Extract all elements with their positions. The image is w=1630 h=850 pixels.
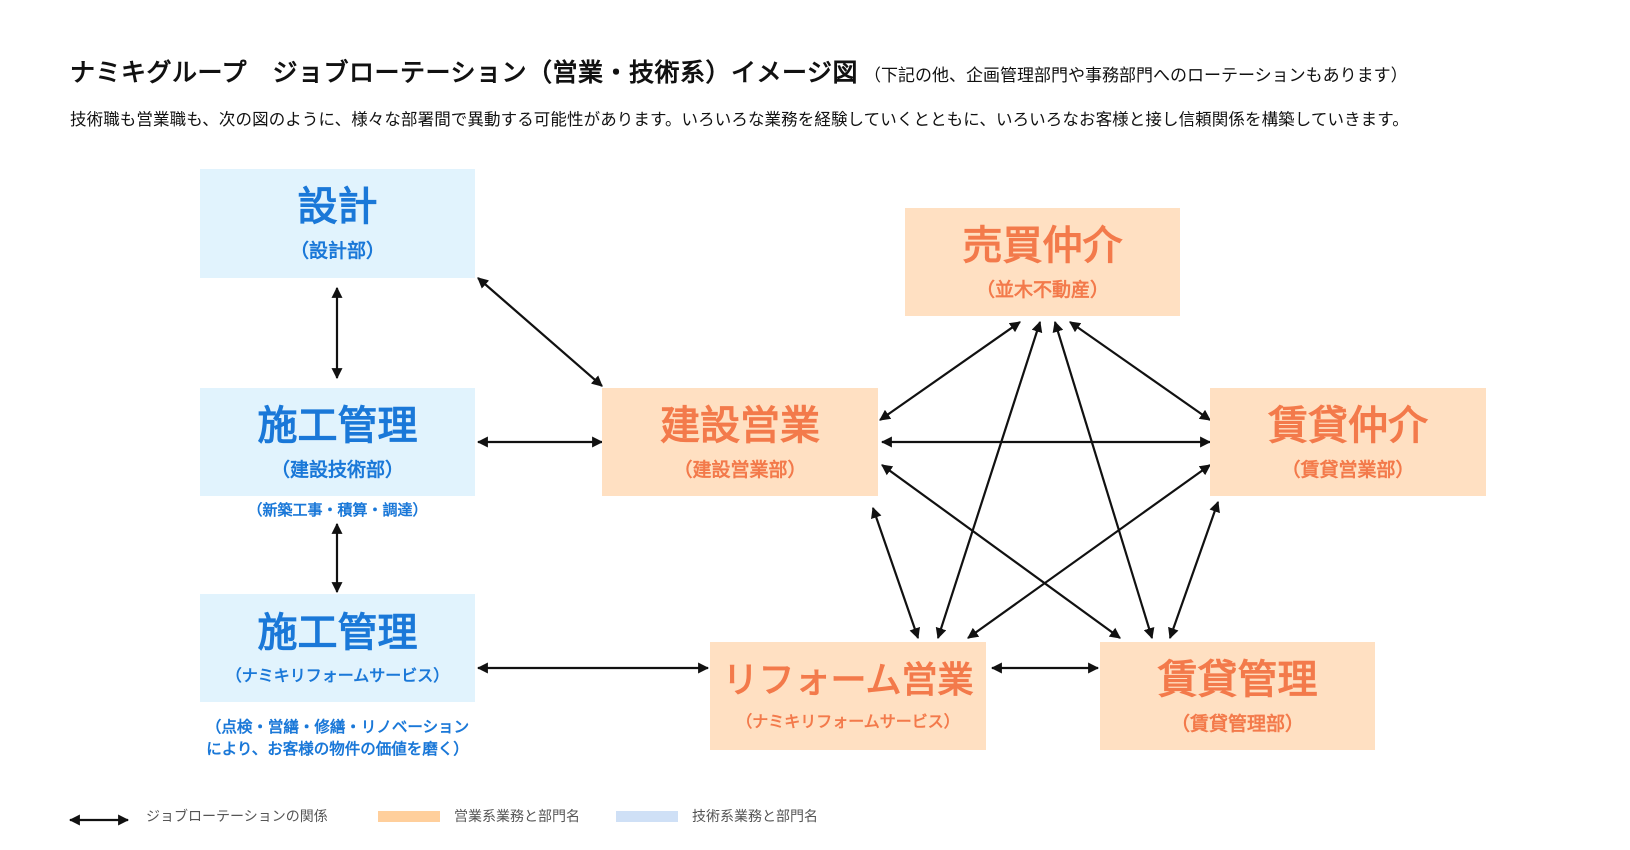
box-construction-sales-title: 建設営業 — [660, 402, 820, 449]
box-construction-mgmt-sub: （建設技術部） — [270, 458, 404, 481]
box-rental-brokerage: 賃貸仲介 （賃貸営業部） — [1210, 388, 1486, 496]
box-design-title: 設計 — [297, 184, 378, 230]
legend-sales-swatch — [378, 810, 440, 822]
page-subtitle: 技術職も営業職も、次の図のように、様々な部署間で異動する可能性があります。いろい… — [70, 110, 1409, 129]
arrow-construction-sales-reform-sales — [871, 506, 920, 640]
title-main: ナミキグループ ジョブローテーション（営業・技術系）イメージ図 — [70, 58, 859, 87]
legend-sales-label: 営業系業務と部門名 — [454, 809, 580, 825]
legend-tech-swatch — [616, 810, 678, 822]
box-design-sub: （設計部） — [289, 240, 385, 262]
arrow-construction-sales-brokerage — [879, 321, 1021, 421]
arrow-construction-sales-rental-mgmt — [881, 464, 1121, 639]
box-reform-construction: 施工管理 （ナミキリフォームサービス） — [200, 594, 475, 702]
box-rental-mgmt: 賃貸管理 （賃貸管理部） — [1100, 642, 1375, 750]
legend-arrow-label: ジョブローテーションの関係 — [146, 809, 328, 825]
reform-construction-note: （点検・営繕・修繕・リノベーション により、お客様の物件の価値を磨く） — [180, 716, 495, 761]
box-reform-sales-sub: （ナミキリフォームサービス） — [736, 711, 960, 731]
title-note: （下記の他、企画管理部門や事務部門へのローテーションもあります） — [864, 66, 1408, 86]
box-construction-mgmt: 施工管理 （建設技術部） — [200, 388, 475, 496]
box-construction-sales-sub: （建設営業部） — [673, 458, 807, 481]
construction-mgmt-note: （新築工事・積算・調達） — [247, 501, 428, 519]
box-construction-sales: 建設営業 （建設営業部） — [602, 388, 878, 496]
arrow-brokerage-rental-brokerage — [1069, 321, 1211, 421]
legend-tech-label: 技術系業務と部門名 — [692, 809, 818, 825]
box-design: 設計 （設計部） — [200, 169, 475, 278]
legend-sales-item: 営業系業務と部門名 — [378, 806, 580, 826]
box-brokerage-title: 売買仲介 — [962, 222, 1123, 269]
reform-note-line2: により、お客様の物件の価値を磨く） — [206, 740, 469, 759]
box-brokerage-sub: （並木不動産） — [975, 278, 1109, 301]
box-rental-mgmt-title: 賃貸管理 — [1157, 656, 1318, 703]
arrow-rental-brokerage-rental-mgmt — [1168, 500, 1220, 640]
legend-arrow-item: ジョブローテーションの関係 — [146, 806, 328, 826]
legend-tech-item: 技術系業務と部門名 — [616, 806, 818, 826]
box-rental-mgmt-sub: （賃貸管理部） — [1170, 712, 1304, 735]
reform-note-line1: （点検・営繕・修繕・リノベーション — [205, 718, 470, 736]
box-reform-construction-title: 施工管理 — [257, 610, 418, 656]
arrow-rental-brokerage-reform-sales — [967, 464, 1211, 639]
box-brokerage: 売買仲介 （並木不動産） — [905, 208, 1180, 316]
box-reform-sales-title: リフォーム営業 — [722, 660, 974, 702]
box-construction-mgmt-title: 施工管理 — [257, 402, 418, 449]
arrow-design-construction-sales — [477, 277, 603, 387]
box-reform-sales: リフォーム営業 （ナミキリフォームサービス） — [710, 642, 986, 750]
box-reform-construction-sub: （ナミキリフォームサービス） — [225, 666, 450, 685]
box-rental-brokerage-sub: （賃貸営業部） — [1281, 458, 1415, 481]
box-rental-brokerage-title: 賃貸仲介 — [1268, 402, 1428, 449]
page-title: ナミキグループ ジョブローテーション（営業・技術系）イメージ図（下記の他、企画管… — [70, 60, 1408, 85]
